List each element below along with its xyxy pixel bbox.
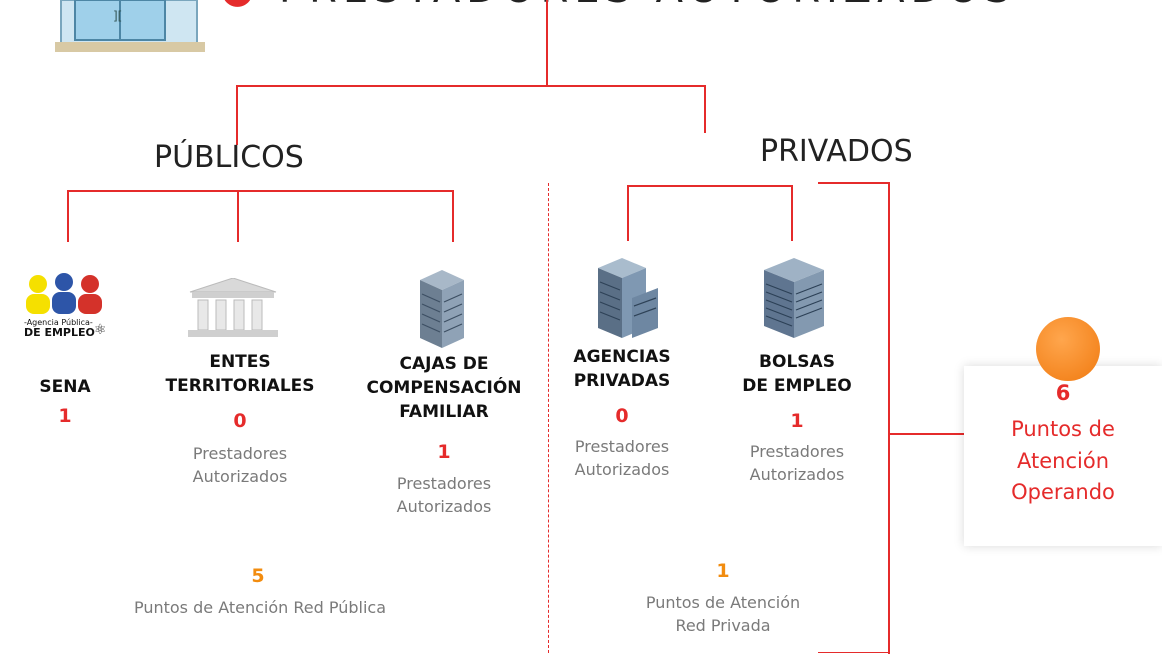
skyscraper-icon (764, 258, 824, 338)
cajas-sub: Prestadores Autorizados (396, 474, 492, 517)
entes-sub: Prestadores Autorizados (192, 444, 288, 487)
publicos-total-label: Puntos de Atención Red Pública (133, 598, 387, 617)
agencias-count: 0 (615, 405, 629, 427)
entes-count: 0 (233, 410, 247, 432)
summary-card (964, 366, 1162, 546)
agencias-sub: Prestadores Autorizados (574, 437, 670, 480)
privados-total-label: Puntos de Atención Red Privada (645, 593, 801, 636)
svg-text:DE EMPLEO: DE EMPLEO (24, 326, 95, 339)
bolsas-label: BOLSAS DE EMPLEO (742, 352, 852, 396)
bolsas-sub: Prestadores Autorizados (749, 442, 845, 485)
agencias-label: AGENCIAS PRIVADAS (573, 347, 671, 391)
agencia-empleo-logo: -Agencia Pública- DE EMPLEO ⚛ (24, 273, 107, 339)
cajas-label: CAJAS DE COMPENSACIÓN FAMILIAR (366, 354, 522, 422)
sena-label: SENA (39, 377, 91, 397)
orange-circle-icon (1036, 317, 1100, 381)
svg-text:⚛: ⚛ (94, 322, 107, 338)
summary-count: 6 (1055, 381, 1071, 405)
office-tower-icon (420, 270, 464, 348)
government-building-icon (188, 278, 278, 337)
svg-text:][: ][ (113, 9, 122, 23)
publicos-total-count: 5 (251, 565, 265, 587)
privados-total-count: 1 (716, 560, 730, 582)
publicos-title: PÚBLICOS (154, 140, 304, 175)
office-building-icon (598, 258, 658, 338)
summary-label: Puntos de Atención Operando (1011, 417, 1115, 504)
bolsas-count: 1 (790, 410, 804, 432)
privados-title: PRIVADOS (760, 134, 913, 169)
divider (548, 183, 549, 653)
sena-count: 1 (58, 405, 72, 427)
cajas-count: 1 (437, 441, 451, 463)
svg-text:-Agencia Pública-: -Agencia Pública- (24, 318, 93, 327)
entes-label: ENTES TERRITORIALES (165, 352, 315, 396)
page-title: ●PRESTADORES AUTORIZADOS (220, 0, 1016, 12)
building-door-icon: ][ (55, 0, 205, 52)
